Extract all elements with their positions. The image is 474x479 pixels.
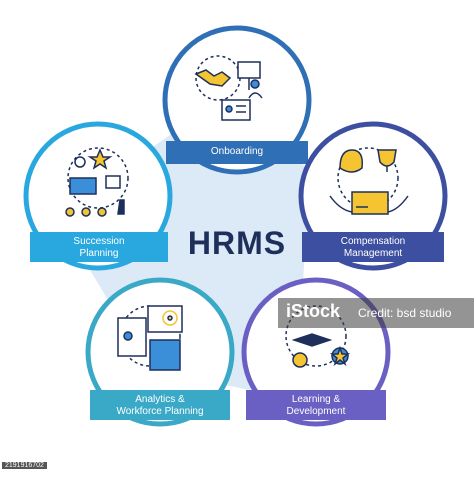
stock-id: 2191916702 <box>2 462 47 469</box>
succession-label: Succession Planning <box>73 236 125 259</box>
leader-hierarchy-chess-icon <box>65 147 129 217</box>
node-onboarding <box>162 25 312 175</box>
report-target-puzzle-icon <box>117 305 183 371</box>
node-succession <box>23 121 173 271</box>
compensation-label: Compensation Management <box>340 236 406 259</box>
learning-label: Learning & Development <box>286 394 346 417</box>
handshake-presentation-id-icon <box>194 55 263 121</box>
node-compensation <box>298 121 448 271</box>
onboarding-label: Onboarding <box>210 146 264 157</box>
diagram-title: HRMS <box>187 225 287 261</box>
node-analytics <box>85 277 235 427</box>
credit-text: Credit: bsd studio <box>358 306 452 320</box>
istock-logo: iStock <box>286 301 341 321</box>
money-trophy-card-icon <box>329 147 409 215</box>
graduation-gears-star-icon <box>285 305 351 368</box>
watermark-badge: iStock Credit: bsd studio <box>278 298 474 328</box>
analytics-label: Analytics & Workforce Planning <box>116 394 204 417</box>
